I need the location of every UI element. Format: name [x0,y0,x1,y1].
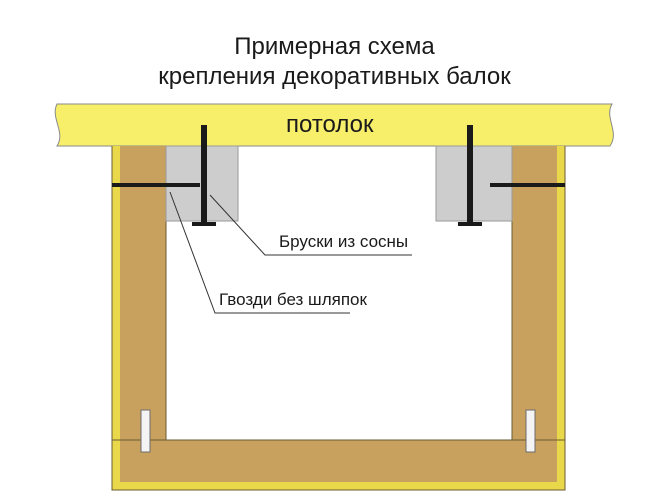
pine-blocks-label: Бруски из сосны [279,232,409,251]
nails-group [112,125,565,226]
nail-horizontal-right [490,183,565,187]
nail-vertical-right-head [458,222,482,226]
bottom-pin-right [525,409,536,453]
beam-bottom-board [112,440,565,490]
headless-nails-label: Гвозди без шляпок [219,290,367,309]
nail-vertical-left-head [192,222,216,226]
beam-left-edge [112,146,120,490]
beam-left-board [112,146,166,490]
ceiling-slab [54,103,614,147]
diagram-title-line-1: Примерная схема [234,33,435,60]
beam-right-board [512,146,565,490]
diagram-title-line-2: крепления декоративных балок [158,63,511,90]
bottom-pin-left [140,409,151,453]
nail-vertical-right [467,125,473,225]
beam-bottom-edge [112,482,565,490]
blocks-leader-line [209,194,412,256]
nails-leader-line [169,191,350,314]
beam-right-edge [557,146,565,490]
ceiling-label: потолок [286,111,374,138]
nail-horizontal-left [112,183,200,187]
decorative-beam [111,146,566,491]
nail-vertical-left [201,125,207,225]
